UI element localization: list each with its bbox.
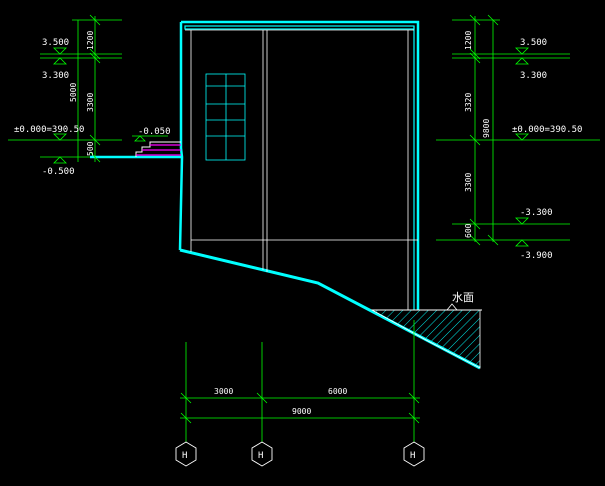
bottom-dim-total: 9000 [292, 407, 311, 416]
left-dim-3: 500 [86, 141, 95, 156]
outer-wall-line [181, 20, 420, 310]
left-dim-2: 3300 [86, 93, 95, 112]
right-elev-bottom: -3.900 [520, 251, 553, 261]
water-label: 水面 [452, 291, 474, 304]
right-dim-total: 9800 [482, 119, 491, 138]
left-dim-1: 1200 [86, 31, 95, 50]
window-grid [205, 73, 246, 161]
left-elev-bottom: -0.500 [42, 167, 75, 177]
interior-details [185, 29, 418, 310]
right-dim-2: 3320 [464, 93, 473, 112]
right-dim-4: 600 [464, 223, 473, 238]
axis-bubble-2: H [251, 441, 273, 467]
right-dimension-chain [436, 14, 600, 247]
left-dim-total: 5000 [69, 83, 78, 102]
axis-label-3: H [410, 451, 415, 461]
step-level-label: -0.050 [138, 127, 171, 137]
axis-bubble-3: H [403, 441, 425, 467]
left-elev-top: 3.500 [42, 38, 69, 48]
axis-label-1: H [182, 451, 187, 461]
axis-bubble-1: H [175, 441, 197, 467]
water-marker [446, 303, 458, 311]
bottom-dim-left: 3000 [214, 387, 233, 396]
right-dim-1: 1200 [464, 31, 473, 50]
left-dimension-chain [8, 14, 122, 164]
step-level-marker [134, 135, 146, 142]
bottom-dimension-chain [180, 320, 420, 442]
bottom-dim-right: 6000 [328, 387, 347, 396]
right-dim-3: 3300 [464, 173, 473, 192]
right-elev-lower: -3.300 [520, 208, 553, 218]
entrance-steps [135, 141, 181, 157]
left-wall-line [178, 22, 184, 251]
axis-label-2: H [258, 451, 263, 461]
left-elev-ground: ±0.000=390.50 [14, 125, 84, 135]
right-elev-upper: 3.300 [520, 71, 547, 81]
right-elev-top: 3.500 [520, 38, 547, 48]
left-elev-upper: 3.300 [42, 71, 69, 81]
right-elev-ground: ±0.000=390.50 [512, 125, 582, 135]
axis-bubbles: H H H [175, 441, 425, 467]
